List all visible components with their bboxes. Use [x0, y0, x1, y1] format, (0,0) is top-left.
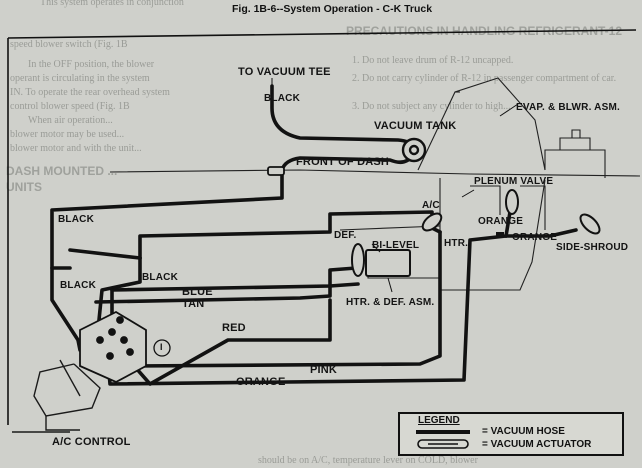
bg-text-line: 3. Do not subject any cylinder to high..…: [352, 101, 511, 112]
bg-text-line: speed blower switch (Fig. 1B: [10, 39, 128, 50]
hose-orange-mid: [504, 210, 512, 238]
side-shroud-actuator: [579, 213, 601, 235]
label-def: DEF.: [334, 230, 357, 241]
legend-hose: = VACUUM HOSE: [482, 426, 565, 437]
label-bi-level: BI-LEVEL: [372, 240, 420, 251]
bg-heading: DASH MOUNTED ...: [6, 164, 118, 178]
label-orange-bottom: ORANGE: [236, 376, 286, 388]
bg-text-line: 1. Do not leave drum of R-12 uncapped.: [352, 55, 514, 66]
label-orange-right: ORANGE: [512, 232, 558, 243]
label-front-of-dash: FRONT OF DASH: [296, 156, 390, 168]
label-htr: HTR.: [444, 238, 469, 249]
hose-orange: [106, 234, 508, 386]
figure-title: Fig. 1B-6--System Operation - C-K Truck: [232, 3, 433, 15]
orange-tee: [496, 232, 504, 238]
label-black-left1: BLACK: [58, 214, 94, 225]
ac-control-head: [79, 310, 147, 384]
bg-text-line: blower motor and with the unit...: [10, 143, 142, 154]
ac-actuator: [421, 212, 443, 232]
bi-level-actuator: [351, 243, 411, 277]
label-plenum-valve: PLENUM VALVE: [474, 176, 554, 187]
plenum-actuator: [505, 189, 519, 215]
bg-text-line: blower motor may be used...: [10, 129, 125, 140]
label-tan: TAN: [182, 298, 205, 310]
callout-number: I: [160, 342, 163, 352]
hose-black-dash: [280, 154, 414, 172]
vacuum-actuator-symbol: [417, 439, 469, 449]
bg-heading: UNITS: [6, 180, 42, 194]
label-pink: PINK: [310, 364, 338, 376]
hose-black-left: [50, 172, 284, 270]
label-red: RED: [222, 322, 246, 334]
label-black-mid: BLACK: [142, 272, 178, 283]
label-evap-blwr: EVAP. & BLWR. ASM.: [516, 102, 620, 113]
hose-orange-right: [504, 228, 578, 238]
bg-text-line: 2. Do not carry cylinder of R-12 in pass…: [352, 73, 617, 84]
label-to-vacuum-tee: TO VACUUM TEE: [238, 66, 331, 78]
legend: LEGEND = VACUUM HOSE = VACUUM ACTUATOR: [398, 412, 624, 456]
hose-blue: [110, 282, 360, 292]
callout-circle: [153, 339, 171, 357]
bg-text-line: control blower speed (Fig. 1B: [10, 101, 130, 112]
hose-black-left2: [50, 266, 82, 352]
bg-heading-right: PRECAUTIONS IN HANDLING REFRIGERANT-12: [346, 24, 623, 38]
dash-line: [109, 169, 641, 177]
hose-black-mid: [96, 256, 142, 332]
bg-text-line: When air operation...: [28, 115, 113, 126]
hose-red: [120, 298, 332, 386]
legend-symbols: [416, 430, 470, 449]
legend-actuator: = VACUUM ACTUATOR: [482, 439, 592, 450]
bg-text-line: should be on A/C, temperature lever on C…: [258, 455, 478, 466]
dash-grommet: [267, 166, 285, 176]
figure-frame: [7, 29, 637, 39]
bg-text-line: IN. To operate the rear overhead system: [10, 87, 170, 98]
label-black-top: BLACK: [264, 93, 300, 104]
bg-text-line: This system operates in conjunction: [40, 0, 184, 8]
label-ac: A/C: [422, 200, 440, 211]
hose-tan: [94, 266, 358, 304]
vacuum-tank: [401, 137, 427, 163]
bg-text-line: In the OFF position, the blower: [28, 59, 155, 70]
label-blue: BLUE: [182, 286, 213, 298]
plenum-valve-body: [470, 185, 546, 230]
legend-title: LEGEND: [418, 415, 460, 426]
bg-text-line: operant is circulating in the system: [10, 73, 150, 84]
label-htr-def-asm: HTR. & DEF. ASM.: [346, 297, 435, 308]
leader-lines: [271, 78, 519, 293]
label-side-shroud: SIDE-SHROUD: [556, 242, 629, 253]
label-orange-mid: ORANGE: [478, 216, 524, 227]
hose-black-mid2: [68, 248, 142, 260]
label-ac-control: A/C CONTROL: [52, 436, 131, 448]
ac-control-bracket: [12, 359, 101, 433]
label-vacuum-tank: VACUUM TANK: [374, 120, 457, 132]
label-black-left2: BLACK: [60, 280, 96, 291]
hose-black-top: [138, 210, 434, 260]
